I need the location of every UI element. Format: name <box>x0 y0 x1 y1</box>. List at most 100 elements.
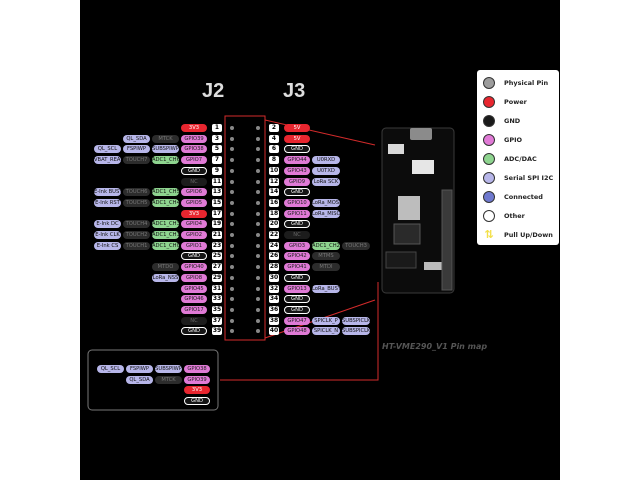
pin-number: 39 <box>212 327 222 335</box>
j2-pin-label: GPIO6 <box>181 188 207 196</box>
board-illustration <box>381 127 455 294</box>
j2-pin-function: ADC1_CH5 <box>152 188 179 196</box>
physical-pin-dot <box>230 297 234 301</box>
pin-number: 8 <box>269 156 279 164</box>
physical-pin-dot <box>230 319 234 323</box>
bottom-pin-label: GND <box>184 397 210 405</box>
bottom-group-box <box>87 349 219 411</box>
bottom-pin-label: GPIO38 <box>184 365 210 373</box>
physical-pin-dot <box>230 212 234 216</box>
pin-number: 2 <box>269 124 279 132</box>
physical-pin-dot <box>256 287 260 291</box>
physical-pin-dot <box>256 147 260 151</box>
pin-number: 4 <box>269 135 279 143</box>
physical-pin-dot <box>230 180 234 184</box>
j3-pin-function: U0RXD <box>312 156 340 164</box>
usb-c-port <box>410 128 432 140</box>
module-chip <box>398 196 420 220</box>
physical-pin-dot <box>230 233 234 237</box>
legend-item: ⇅Pull Up/Down <box>483 228 553 242</box>
j3-pin-label: GND <box>284 145 310 153</box>
pin-number: 20 <box>269 220 279 228</box>
j3-pin-function: SUBSPICLK_P <box>342 317 370 325</box>
pin-number: 29 <box>212 274 222 282</box>
j2-pin-function: TOUCH5 <box>123 199 150 207</box>
j3-pin-function: LoRa_MISO <box>312 210 340 218</box>
legend-item: Physical Pin <box>483 76 548 90</box>
j2-pin-function: QL_SCL <box>94 145 121 153</box>
j2-pin-label: NC <box>181 178 207 186</box>
j3-pin-label: GPIO48 <box>284 327 310 335</box>
physical-pin-dot <box>230 244 234 248</box>
j3-pin-label: NC <box>284 231 310 239</box>
physical-pin-dot <box>230 254 234 258</box>
pin-number: 6 <box>269 145 279 153</box>
bottom-connector-line <box>220 282 379 381</box>
pin-number: 5 <box>212 145 222 153</box>
j2-pin-function: ADC1_CH1 <box>152 231 179 239</box>
j2-pin-function: TOUCH2 <box>123 231 150 239</box>
pin-number: 1 <box>212 124 222 132</box>
j3-pin-function: SPICLK_P <box>312 317 340 325</box>
physical-pin-dot <box>230 265 234 269</box>
pin-number: 14 <box>269 188 279 196</box>
j3-pin-label: GND <box>284 220 310 228</box>
legend-item: GND <box>483 114 520 128</box>
physical-pin-dot <box>256 308 260 312</box>
j2-pin-function: SUBSPIWP <box>152 145 179 153</box>
physical-pin-dot <box>256 126 260 130</box>
pin-number: 23 <box>212 242 222 250</box>
j2-pin-function: ADC1_CH6 <box>152 156 179 164</box>
j3-header: J3 <box>283 80 306 102</box>
j3-pin-label: GPIO9 <box>284 178 310 186</box>
physical-pin-dot <box>256 254 260 258</box>
physical-pin-dot <box>230 190 234 194</box>
bottom-pin-function: MTCK <box>155 376 182 384</box>
pin-number: 31 <box>212 285 222 293</box>
fan-line-top <box>264 119 376 146</box>
j2-pin-label: GND <box>181 167 207 175</box>
physical-pin-dot <box>256 265 260 269</box>
j3-pin-label: GPIO42 <box>284 252 310 260</box>
physical-pin-dot <box>256 180 260 184</box>
j2-pin-function: E-Ink CLK <box>94 231 121 239</box>
j3-pin-label: GND <box>284 188 310 196</box>
j3-pin-label: GPIO13 <box>284 285 310 293</box>
legend-item: ADC/DAC <box>483 152 537 166</box>
j2-pin-function: TOUCH4 <box>123 220 150 228</box>
legend-label: Physical Pin <box>504 79 549 87</box>
legend-item: Connected <box>483 190 543 204</box>
physical-pin-dot <box>256 158 260 162</box>
physical-pin-dot <box>230 308 234 312</box>
j2-pin-function: ADC1_CH4 <box>152 199 179 207</box>
j2-pin-label: GPIO4 <box>181 220 207 228</box>
j3-pin-function: TOUCH3 <box>342 242 370 250</box>
legend-item: Power <box>483 95 527 109</box>
physical-pin-dot <box>230 201 234 205</box>
physical-pin-dot <box>256 137 260 141</box>
pin-number: 40 <box>269 327 279 335</box>
j2-pin-label: GND <box>181 327 207 335</box>
j2-pin-function: ADC1_CH3 <box>152 220 179 228</box>
legend-swatch-icon <box>483 210 495 222</box>
j3-pin-label: GPIO44 <box>284 156 310 164</box>
physical-pin-dot <box>230 276 234 280</box>
j3-pin-function: MTDI <box>312 263 340 271</box>
j2-pin-function: TOUCH7 <box>123 156 150 164</box>
j3-pin-label: 5V <box>284 124 310 132</box>
legend-label: GND <box>504 117 521 125</box>
j3-pin-function: MTMS <box>312 252 340 260</box>
pin-number: 22 <box>269 231 279 239</box>
legend-item: GPIO <box>483 133 522 147</box>
j3-pin-function: SPICLK_N <box>312 327 340 335</box>
j2-pin-label: GPIO38 <box>181 145 207 153</box>
j2-pin-function: QL_SDA <box>123 135 150 143</box>
physical-pin-dot <box>256 222 260 226</box>
physical-pin-dot <box>256 297 260 301</box>
physical-pin-dot <box>256 190 260 194</box>
pin-number: 11 <box>212 178 222 186</box>
legend-swatch-icon <box>483 153 495 165</box>
pin-number: 10 <box>269 167 279 175</box>
legend-label: GPIO <box>504 136 523 144</box>
physical-pin-dot <box>230 126 234 130</box>
